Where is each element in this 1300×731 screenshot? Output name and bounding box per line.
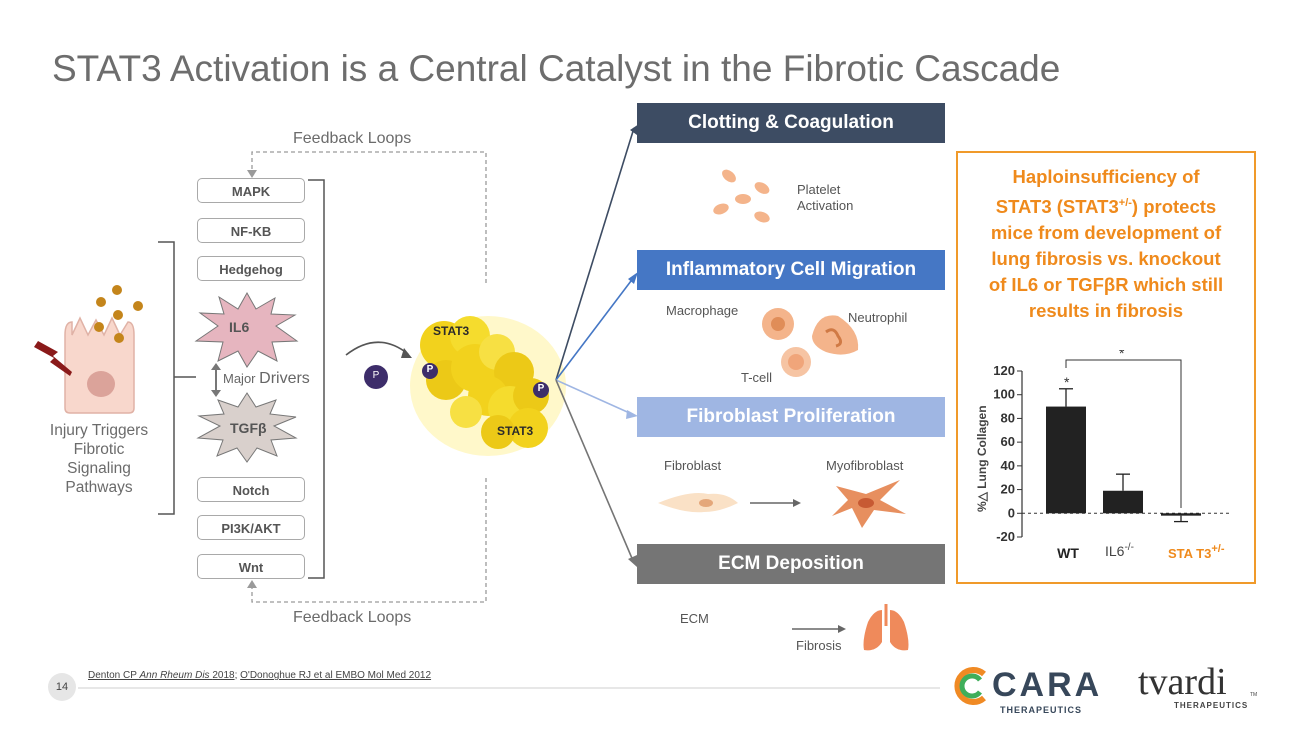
chart-y-tick-label: -20 [996,529,1015,544]
pathway-bracket [308,179,325,579]
lungs-illustration [863,604,909,651]
page-number: 14 [48,673,76,701]
fibroblast-label: Fibroblast [664,458,722,473]
pathway-notch: Notch [197,477,305,502]
chart-y-tick-label: 0 [1008,505,1015,520]
macrophage-label: Macrophage [666,303,739,318]
chart-y-tick-label: 100 [993,387,1015,402]
pathway-mapk: MAPK [197,178,305,203]
tvardi-logo-name: tvardi [1138,661,1227,703]
myofibroblast-illustration [832,480,906,528]
chart-bar [1161,513,1201,516]
tvardi-logo-tm: TM [1250,692,1258,698]
tvardi-logo-sub: THERAPEUTICS [1174,701,1249,710]
chart-axes [1021,371,1232,537]
chart-category-stat3: STA T3+/- [1168,543,1225,561]
chart-category-wt: WT [1057,545,1079,561]
significance-star-2: * [1119,350,1125,361]
feedback-loop-bottom [251,478,487,603]
il6-driver-label: IL6 [229,319,250,335]
outcome-fibroblast: Fibroblast Proliferation [637,397,945,437]
pathway-hedgehog: Hedgehog [197,256,305,281]
stat3-label-top: STAT3 [433,324,470,338]
pathway-wnt: Wnt [197,554,305,579]
injury-triggers-label: Injury Triggers Fibrotic Signaling Pathw… [49,422,149,496]
chart-y-tick-label: 40 [1001,458,1015,473]
platelet-activation-label: Platelet Activation [797,182,854,213]
chart-y-axis-label: %△ Lung Collagen [975,405,989,512]
neutrophil-label: Neutrophil [848,310,908,325]
chart-y-tick-label: 60 [1001,434,1015,449]
feedback-arrow-top [247,170,257,178]
macrophage-illustration [762,308,794,340]
feedback-arrow-bottom [247,580,257,588]
fibroblast-illustration [658,493,738,513]
page-title: STAT3 Activation is a Central Catalyst i… [52,48,1061,89]
phospho-marker-free: P [372,370,380,381]
chart-bar [1103,490,1143,514]
chart-y-tick-label: 80 [1001,410,1015,425]
cara-logo-name: CARA [992,666,1103,704]
significance-bracket [1065,359,1182,508]
feedback-loops-top-label: Feedback Loops [293,130,412,147]
phospho-marker-2: P [537,383,545,394]
chart-bars [1046,388,1201,523]
tcell-label: T-cell [741,370,773,385]
haploinsufficiency-callout [956,151,1256,584]
tcell-illustration [781,347,811,377]
pathway-pi3k-akt: PI3K/AKT [197,515,305,540]
stat3-label-bottom: STAT3 [497,424,534,438]
tgfb-driver-label: TGFβ [230,420,267,436]
injury-bracket [158,241,175,515]
major-drivers-label: Major Drivers [223,370,310,387]
pathway-nfkb: NF-KB [197,218,305,243]
cara-logo-sub: THERAPEUTICS [1000,705,1083,715]
ecm-label: ECM [680,611,709,626]
platelet-illustration [713,169,770,223]
lung-collagen-chart: -20 0 20 40 60 80 100 120 %△ Lung Collagen WT I… [975,350,1232,561]
fibrosis-label: Fibrosis [796,638,842,653]
injured-cell-illustration [34,285,143,414]
outcome-ecm: ECM Deposition [637,544,945,584]
cara-logo-mark [954,667,986,705]
footnote-citation: Denton CP Ann Rheum Dis 2018; O'Donoghue… [88,670,432,681]
outcome-inflammatory: Inflammatory Cell Migration [637,250,945,290]
tgfb-star-shape [196,392,298,463]
outcome-clotting: Clotting & Coagulation [637,103,945,143]
feedback-loops-bottom-label: Feedback Loops [293,609,412,626]
stat3-molecule [410,316,566,456]
significance-star-1: * [1064,374,1070,390]
neutrophil-illustration [812,315,859,355]
chart-y-tick-label: 20 [1001,482,1015,497]
phospho-marker-1: P [426,364,434,375]
chart-bar [1046,406,1086,514]
chart-ticks: -20 0 20 40 60 80 100 120 [993,363,1022,544]
il6-star-shape [194,291,299,368]
feedback-loop-top [251,151,487,283]
chart-y-tick-label: 120 [993,363,1015,378]
chart-category-il6: IL6-/- [1105,542,1134,559]
myofibroblast-label: Myofibroblast [826,458,904,473]
callout-text: Haploinsufficiency of STAT3 (STAT3+/-) p… [988,166,1224,322]
